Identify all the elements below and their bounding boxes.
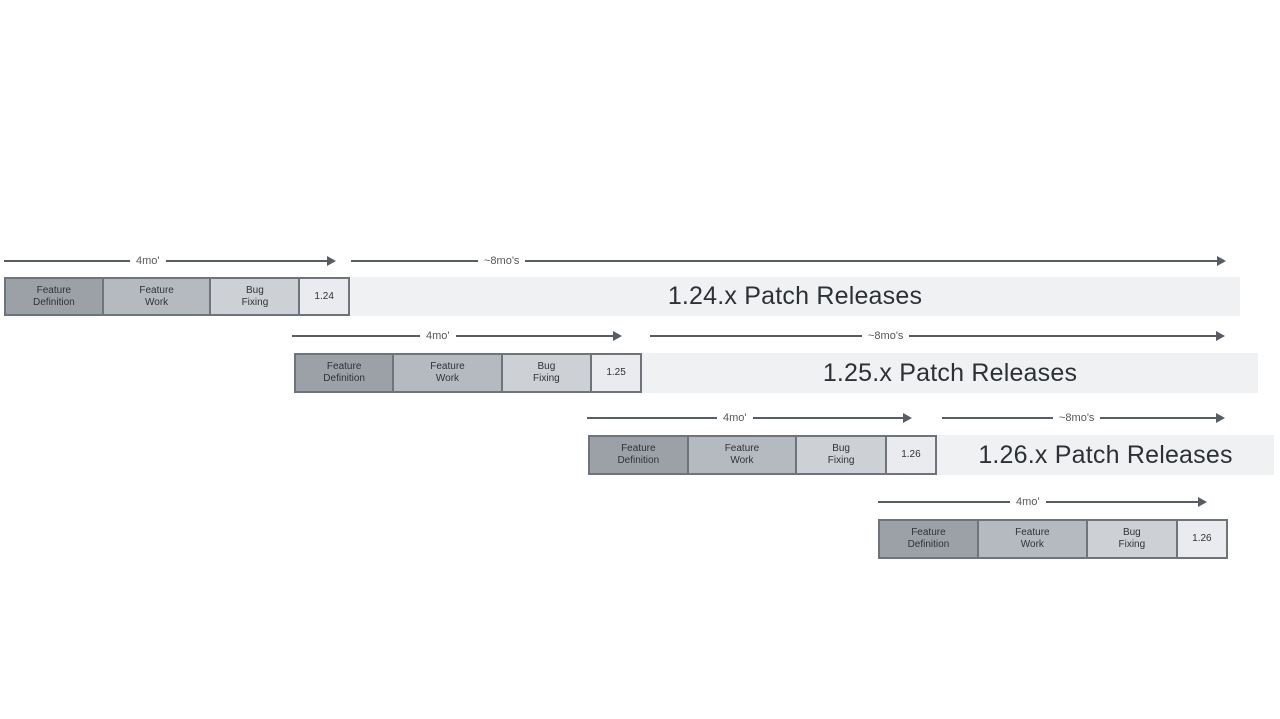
phase-label-line: Bug	[537, 361, 556, 372]
arrow-line	[4, 260, 130, 262]
phase-label-line: Work	[1020, 539, 1044, 550]
duration-label: 4mo'	[136, 255, 160, 267]
phase-label-line: Work	[435, 373, 460, 384]
phase-label-line: Bug	[1122, 527, 1141, 538]
duration-label: ~8mo's	[868, 330, 904, 342]
phase-label-line: Fixing	[241, 296, 269, 308]
phase-cell-bug-fixing: Bug Fixing	[795, 437, 885, 473]
phase-label-line: Feature	[139, 284, 174, 296]
duration-label: 4mo'	[426, 330, 450, 342]
version-label: 1.26	[1192, 533, 1212, 544]
version-label: 1.26	[901, 449, 921, 460]
phase-cell-feature-definition: Feature Definition	[6, 279, 102, 314]
phase-box: Feature Definition Feature Work Bug Fixi…	[4, 277, 350, 316]
phase-label-line: Bug	[246, 284, 264, 296]
phase-cell-feature-definition: Feature Definition	[296, 355, 393, 391]
phase-label-line: Work	[145, 296, 169, 308]
patch-cycle-arrow: ~8mo's	[351, 255, 1226, 268]
version-cell: 1.26	[884, 437, 935, 473]
phase-box: Feature Definition Feature Work Bug Fixi…	[878, 519, 1228, 559]
phase-box: Feature Definition Feature Work Bug Fixi…	[294, 353, 642, 393]
phase-label-line: Fixing	[827, 455, 855, 466]
phase-cell-feature-definition: Feature Definition	[880, 521, 977, 557]
phase-label-line: Fixing	[1118, 539, 1146, 550]
patch-release-label: 1.26.x Patch Releases	[978, 440, 1233, 469]
arrow-head	[752, 413, 912, 423]
arrow-head	[1045, 497, 1207, 507]
phase-cell-bug-fixing: Bug Fixing	[500, 355, 591, 391]
phase-label-line: Feature	[430, 361, 465, 372]
duration-label: ~8mo's	[1059, 412, 1095, 424]
arrow-head	[455, 331, 622, 341]
patch-release-label: 1.25.x Patch Releases	[822, 358, 1078, 387]
phase-label-line: Feature	[36, 284, 72, 296]
version-cell: 1.24	[298, 279, 348, 314]
phase-label-line: Feature	[621, 443, 656, 454]
phase-label-line: Work	[730, 455, 754, 466]
phase-label-line: Feature	[1015, 527, 1050, 538]
phase-cell-feature-work: Feature Work	[101, 279, 210, 314]
arrow-head	[525, 256, 1226, 266]
arrow-line	[351, 260, 478, 262]
version-label: 1.24	[314, 290, 334, 302]
patch-cycle-arrow: ~8mo's	[650, 330, 1225, 343]
dev-cycle-arrow: 4mo'	[4, 255, 336, 268]
patch-cycle-arrow: ~8mo's	[942, 412, 1225, 425]
patch-release-label: 1.24.x Patch Releases	[667, 282, 923, 310]
phase-cell-feature-work: Feature Work	[686, 437, 796, 473]
patch-release-bar: 1.26.x Patch Releases	[937, 435, 1274, 475]
version-label: 1.25	[606, 367, 626, 378]
duration-label: 4mo'	[723, 412, 747, 424]
dev-cycle-arrow: 4mo'	[292, 330, 622, 343]
arrow-line	[292, 335, 420, 337]
phase-label-line: Bug	[832, 443, 850, 454]
phase-label-line: Definition	[907, 539, 950, 550]
version-cell: 1.25	[590, 355, 640, 391]
arrow-head	[909, 331, 1225, 341]
phase-label-line: Feature	[326, 361, 362, 372]
phase-label-line: Definition	[617, 455, 660, 466]
arrow-line	[587, 417, 717, 419]
phase-cell-feature-work: Feature Work	[392, 355, 501, 391]
phase-cell-bug-fixing: Bug Fixing	[1085, 521, 1176, 557]
phase-label-line: Feature	[911, 527, 946, 538]
arrow-head	[165, 256, 336, 266]
arrow-line	[878, 501, 1010, 503]
phase-label-line: Definition	[33, 296, 75, 308]
arrow-line	[942, 417, 1053, 419]
phase-label-line: Definition	[323, 373, 365, 384]
phase-label-line: Fixing	[533, 373, 560, 384]
phase-cell-feature-definition: Feature Definition	[590, 437, 687, 473]
phase-cell-feature-work: Feature Work	[976, 521, 1086, 557]
duration-label: ~8mo's	[484, 255, 520, 267]
phase-box: Feature Definition Feature Work Bug Fixi…	[588, 435, 937, 475]
phase-label-line: Feature	[724, 443, 760, 454]
arrow-head	[1100, 413, 1225, 423]
phase-cell-bug-fixing: Bug Fixing	[209, 279, 299, 314]
patch-release-bar: 1.24.x Patch Releases	[350, 277, 1240, 316]
dev-cycle-arrow: 4mo'	[878, 496, 1207, 509]
duration-label: 4mo'	[1016, 496, 1040, 508]
patch-release-bar: 1.25.x Patch Releases	[642, 353, 1258, 393]
version-cell: 1.26	[1175, 521, 1226, 557]
dev-cycle-arrow: 4mo'	[587, 412, 912, 425]
arrow-line	[650, 335, 862, 337]
